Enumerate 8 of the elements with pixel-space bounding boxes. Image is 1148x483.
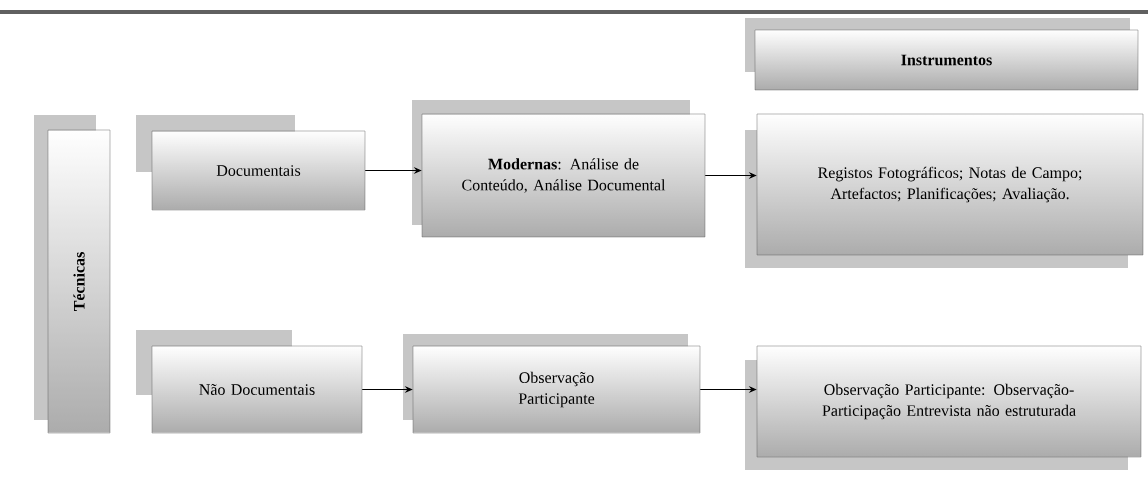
box: Instrumentos bbox=[745, 18, 1139, 91]
box: Observação Participante: Observação-Participação Entrevista não estruturada bbox=[745, 345, 1142, 470]
box: Modernas: Análise de Conteúdo, Análise Documental bbox=[412, 100, 706, 238]
box: Não Documentais bbox=[136, 330, 363, 434]
box: Técnicas bbox=[34, 115, 111, 434]
box: Observação Participante bbox=[403, 334, 701, 434]
box: Registos Fotográficos; Notas de Campo; Artefactos; Planificações; Avaliação. bbox=[745, 113, 1144, 268]
box: Documentais bbox=[136, 115, 366, 211]
